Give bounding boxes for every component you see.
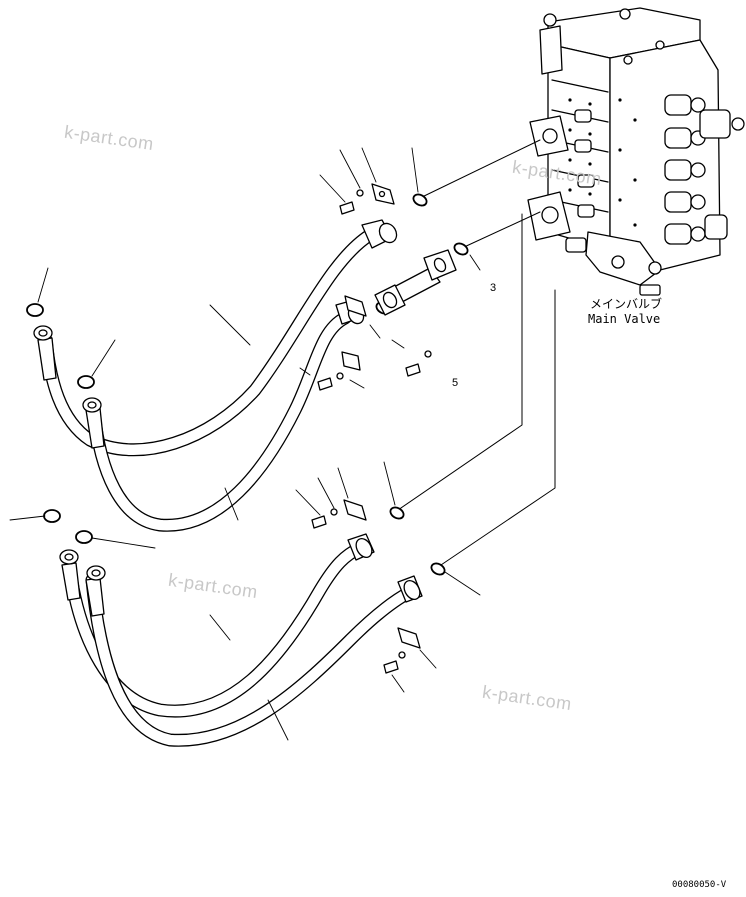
- callout-leaders: [9, 147, 481, 741]
- main-valve-label-jp: メインバルブ: [590, 297, 663, 311]
- lower-hose-fittings: [59, 533, 423, 617]
- upper-hose-1: [39, 228, 377, 457]
- upper-hose-fittings: [33, 219, 398, 449]
- o-rings: [26, 193, 469, 576]
- part-number: 5: [452, 377, 459, 389]
- part-number: 3: [490, 282, 497, 294]
- lower-hose-1: [63, 541, 367, 718]
- connection-lines: [397, 139, 556, 568]
- lower-clamps: [311, 499, 421, 674]
- lower-hose-2: [85, 573, 417, 747]
- adapter-pipe: [374, 249, 457, 316]
- main-valve: [527, 7, 745, 296]
- upper-clamps: [317, 183, 432, 391]
- main-valve-label-en: Main Valve: [588, 312, 661, 326]
- drawing-code: 00080050-V: [672, 880, 727, 890]
